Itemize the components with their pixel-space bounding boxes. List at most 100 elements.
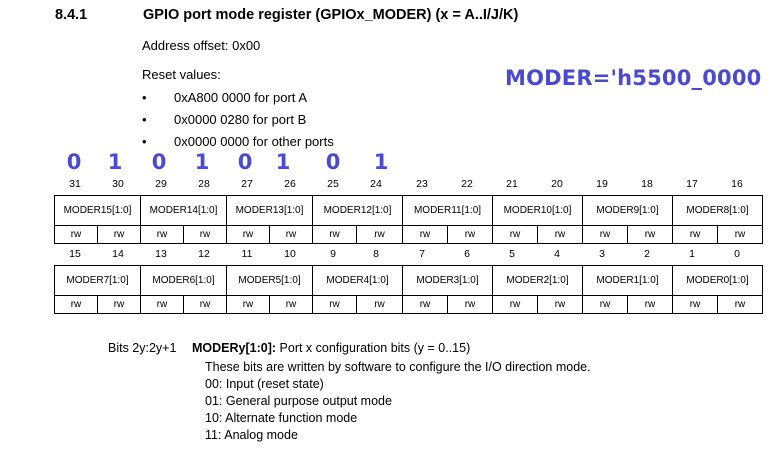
bit-number: 0	[734, 248, 740, 260]
access-cell: rw	[54, 295, 98, 314]
bit-number: 7	[419, 248, 425, 260]
bit-number: 10	[284, 248, 296, 260]
access-cell: rw	[226, 295, 270, 314]
register-field: MODER15[1:0]	[54, 195, 141, 226]
moder-value-annotation: MODER='h5500_0000	[505, 66, 762, 90]
lower-access-row: rw rw rw rw rw rw rw rw rw rw rw rw rw r…	[54, 295, 763, 314]
access-cell: rw	[97, 225, 141, 244]
bit-number: 21	[506, 178, 518, 190]
bit-annotation: 0	[325, 150, 341, 174]
bit-number: 25	[327, 178, 339, 190]
register-field: MODER10[1:0]	[492, 195, 583, 226]
address-offset: Address offset: 0x00	[142, 38, 261, 53]
access-cell: rw	[402, 295, 448, 314]
access-cell: rw	[226, 225, 270, 244]
bit-number: 9	[330, 248, 336, 260]
bit-number: 14	[112, 248, 124, 260]
bit-number: 19	[596, 178, 608, 190]
section-number: 8.4.1	[55, 7, 88, 23]
register-field: MODER6[1:0]	[140, 265, 227, 296]
bit-annotation: 1	[373, 150, 389, 174]
bit-number: 8	[373, 248, 379, 260]
bit-number: 30	[112, 178, 124, 190]
access-cell: rw	[140, 225, 184, 244]
reset-value-item: 0xA800 0000 for port A	[142, 89, 334, 111]
register-field: MODER3[1:0]	[402, 265, 493, 296]
access-cell: rw	[269, 225, 313, 244]
register-field: MODER11[1:0]	[402, 195, 493, 226]
field-heading: MODERy[1:0]: Port x configuration bits (…	[192, 341, 470, 355]
access-cell: rw	[356, 225, 403, 244]
access-cell: rw	[537, 295, 583, 314]
access-cell: rw	[402, 225, 448, 244]
register-field: MODER2[1:0]	[492, 265, 583, 296]
access-cell: rw	[582, 295, 628, 314]
bit-number: 26	[284, 178, 296, 190]
access-cell: rw	[627, 295, 673, 314]
access-cell: rw	[97, 295, 141, 314]
bit-number: 2	[644, 248, 650, 260]
access-cell: rw	[140, 295, 184, 314]
register-upper-table: MODER15[1:0] MODER14[1:0] MODER13[1:0] M…	[54, 195, 763, 244]
bit-number: 6	[464, 248, 470, 260]
register-field: MODER9[1:0]	[582, 195, 673, 226]
register-field: MODER8[1:0]	[672, 195, 763, 226]
bit-number: 20	[551, 178, 563, 190]
access-cell: rw	[537, 225, 583, 244]
access-cell: rw	[269, 295, 313, 314]
bit-number: 27	[241, 178, 253, 190]
register-lower-table: MODER7[1:0] MODER6[1:0] MODER5[1:0] MODE…	[54, 265, 763, 314]
access-cell: rw	[672, 295, 718, 314]
description-line: 11: Analog mode	[205, 428, 298, 442]
access-cell: rw	[447, 225, 493, 244]
register-field: MODER12[1:0]	[312, 195, 403, 226]
bit-number: 15	[69, 248, 81, 260]
access-cell: rw	[54, 225, 98, 244]
section-title: GPIO port mode register (GPIOx_MODER) (x…	[143, 7, 519, 23]
description-line: 01: General purpose output mode	[205, 394, 392, 408]
register-field: MODER7[1:0]	[54, 265, 141, 296]
bit-annotation: 1	[107, 150, 123, 174]
access-cell: rw	[447, 295, 493, 314]
reset-value-item: 0x0000 0000 for other ports	[142, 133, 334, 155]
bit-number: 31	[69, 178, 81, 190]
upper-fields-row: MODER15[1:0] MODER14[1:0] MODER13[1:0] M…	[54, 195, 763, 226]
register-field: MODER1[1:0]	[582, 265, 673, 296]
access-cell: rw	[312, 225, 357, 244]
bit-number: 1	[689, 248, 695, 260]
access-cell: rw	[672, 225, 718, 244]
register-field: MODER0[1:0]	[672, 265, 763, 296]
description-line: 00: Input (reset state)	[205, 377, 324, 391]
access-cell: rw	[183, 295, 227, 314]
bit-number: 3	[599, 248, 605, 260]
bit-number: 12	[198, 248, 210, 260]
reset-values-list: 0xA800 0000 for port A 0x0000 0280 for p…	[142, 89, 334, 155]
reset-value-item: 0x0000 0280 for port B	[142, 111, 334, 133]
register-field: MODER5[1:0]	[226, 265, 313, 296]
description-line: These bits are written by software to co…	[205, 360, 591, 374]
bit-number: 29	[155, 178, 167, 190]
bit-annotation: 0	[66, 150, 82, 174]
bit-number: 17	[686, 178, 698, 190]
access-cell: rw	[312, 295, 357, 314]
register-field: MODER13[1:0]	[226, 195, 313, 226]
access-cell: rw	[492, 225, 538, 244]
access-cell: rw	[492, 295, 538, 314]
description-line: 10: Alternate function mode	[205, 411, 358, 425]
bit-number: 4	[554, 248, 560, 260]
bit-number: 11	[241, 248, 253, 260]
field-name: MODERy[1:0]:	[192, 341, 277, 355]
bit-number: 16	[731, 178, 743, 190]
lower-fields-row: MODER7[1:0] MODER6[1:0] MODER5[1:0] MODE…	[54, 265, 763, 296]
bit-number: 13	[155, 248, 167, 260]
bit-number: 28	[198, 178, 210, 190]
bit-annotation: 1	[275, 150, 291, 174]
register-field: MODER4[1:0]	[312, 265, 403, 296]
bit-number: 24	[370, 178, 382, 190]
bit-annotation: 0	[151, 150, 167, 174]
reset-values-label: Reset values:	[142, 67, 221, 82]
bit-number: 23	[416, 178, 428, 190]
register-field: MODER14[1:0]	[140, 195, 227, 226]
field-summary: Port x configuration bits (y = 0..15)	[279, 341, 471, 355]
bit-number: 18	[641, 178, 653, 190]
